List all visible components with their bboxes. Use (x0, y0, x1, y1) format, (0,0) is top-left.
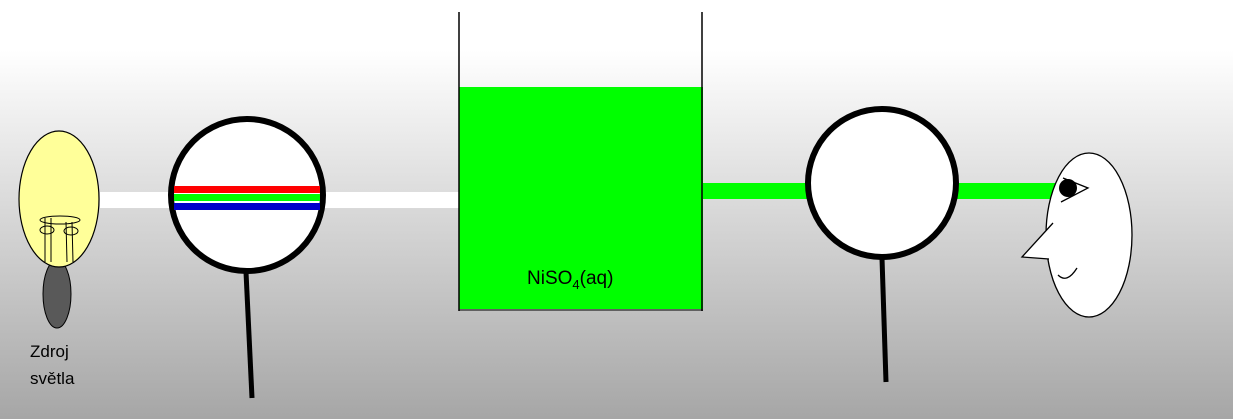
beaker-icon (458, 12, 703, 311)
bulb-base (42, 259, 72, 329)
solution-fill (459, 87, 703, 309)
face-nose (1020, 222, 1054, 260)
bulb-filament (39, 215, 81, 263)
face-icon (1020, 152, 1133, 318)
face-mouth (1057, 267, 1078, 279)
green-light-beam-2 (955, 183, 1063, 199)
magnifying-glass-right (805, 106, 959, 383)
solution-label-suffix: (aq) (580, 268, 614, 289)
face-head (1045, 152, 1133, 318)
magnifier-right-lens (805, 106, 959, 260)
light-source-label-line2: světla (30, 369, 75, 388)
green-spectral-band (174, 194, 320, 201)
magnifier-right-handle (879, 257, 889, 383)
solution-label: NiSO4(aq) (527, 268, 613, 292)
eye-pupil-icon (1059, 179, 1077, 197)
magnifier-left-handle (243, 271, 255, 399)
red-spectral-band (174, 186, 320, 193)
green-light-beam-1 (703, 183, 813, 199)
bulb-glass (18, 130, 100, 268)
magnifying-glass-left (168, 116, 326, 399)
solution-label-main: NiSO (527, 268, 572, 289)
blue-spectral-band (174, 203, 320, 210)
light-bulb-icon (18, 130, 100, 329)
light-source-label-line1: Zdroj (30, 342, 69, 361)
solution-label-subscript: 4 (572, 277, 579, 292)
